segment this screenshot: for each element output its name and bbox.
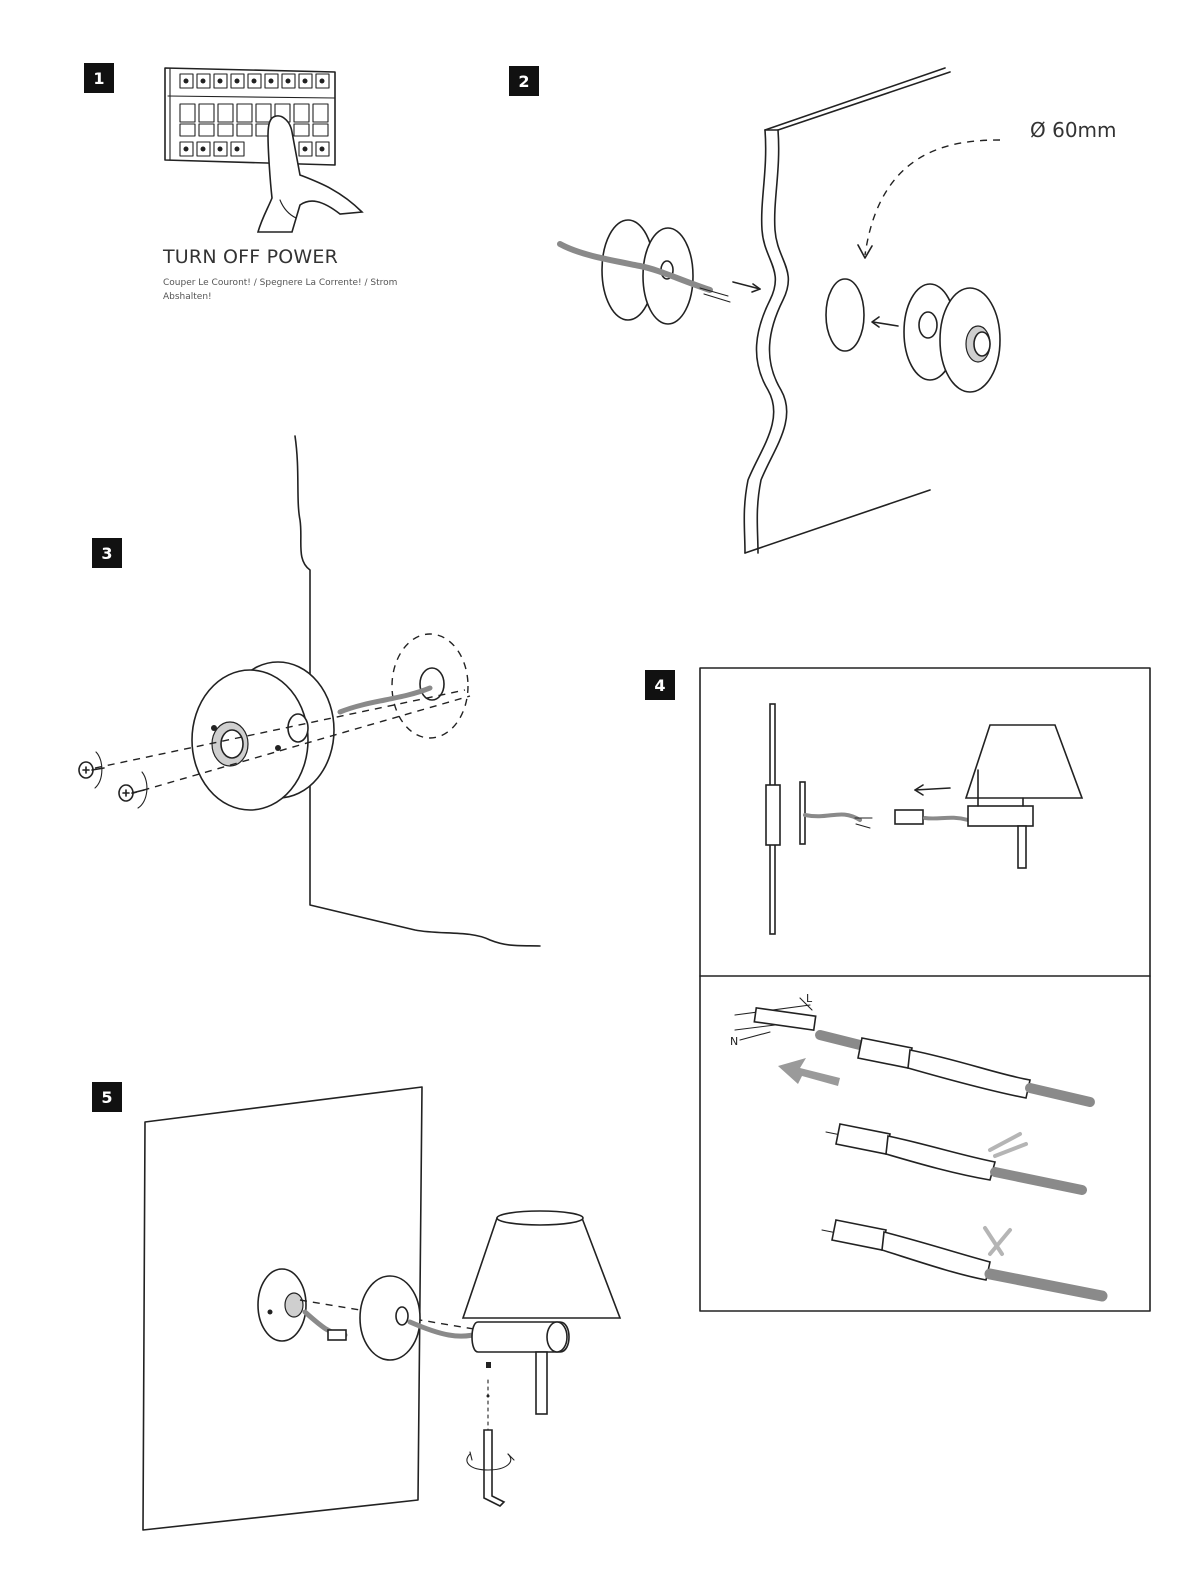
step-4-badge: 4 (645, 670, 675, 700)
wall-mounting-illustration (557, 67, 1001, 554)
connection-panel (699, 667, 1151, 1312)
step-1-subtitle: Couper Le Couront! / Spegnere La Corrent… (163, 278, 398, 302)
step-1-title: TURN OFF POWER (163, 246, 339, 268)
step-1-badge: 1 (84, 63, 114, 93)
hole-diameter-label: Ø 60mm (1030, 118, 1117, 142)
wire-label-neutral: N (730, 1035, 739, 1048)
final-assembly-illustration (142, 1086, 622, 1531)
wire-detail-2 (825, 1123, 1087, 1195)
step-2-badge: 2 (509, 66, 539, 96)
wire-label-live: L (806, 992, 813, 1005)
step-5-badge: 5 (92, 1082, 122, 1112)
step-3-badge: 3 (92, 538, 122, 568)
plate-fixing-illustration (78, 435, 541, 947)
breaker-panel-illustration (164, 67, 364, 233)
wire-detail-1 (734, 997, 1095, 1107)
wire-detail-3 (821, 1219, 1108, 1302)
